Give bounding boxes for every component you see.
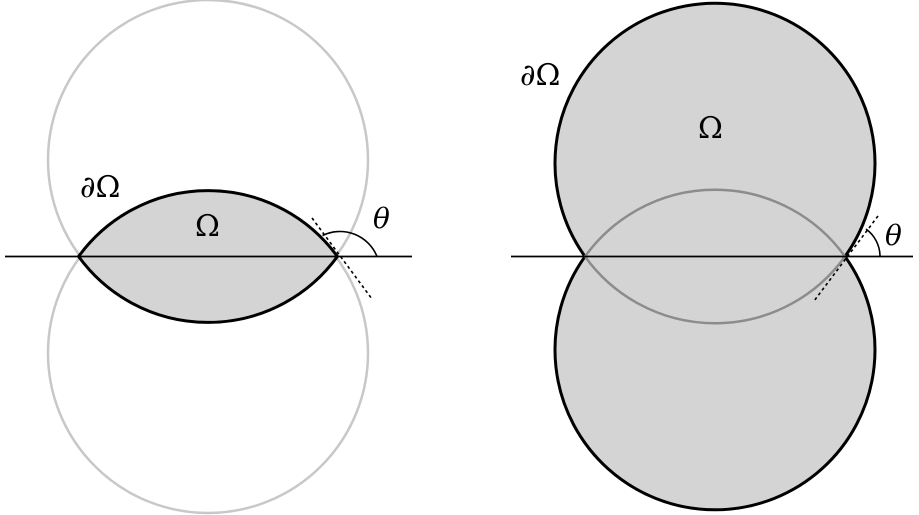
left-domain-label: Ω [195, 209, 220, 244]
left-tangent-line [311, 217, 373, 300]
left-angle-arc [322, 230, 378, 257]
right-panel: ∂Ω Ω θ [511, 1, 913, 512]
left-boundary-label: ∂Ω [80, 170, 120, 205]
right-angle-arc [865, 228, 881, 257]
right-inner-ghost-arc-lower [583, 255, 847, 325]
left-angle-label: θ [373, 202, 390, 235]
right-angle-label: θ [885, 219, 902, 252]
right-boundary-label: ∂Ω [520, 58, 560, 93]
left-panel: ∂Ω Ω θ [5, 0, 412, 515]
right-inner-ghost-arc-upper [583, 188, 847, 258]
right-domain-label: Ω [698, 111, 723, 146]
